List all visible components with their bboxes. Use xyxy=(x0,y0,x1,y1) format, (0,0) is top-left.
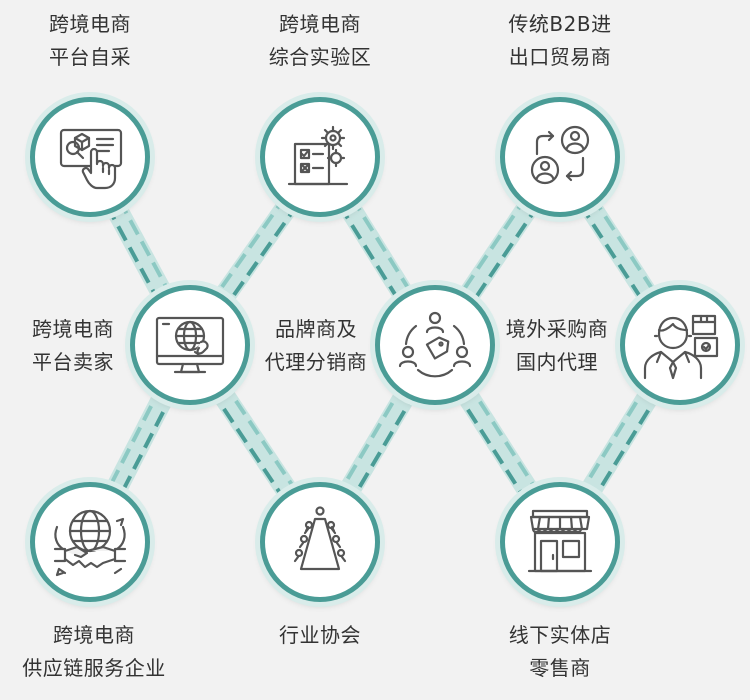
label-b2b-importer: 传统B2B进 出口贸易商 xyxy=(495,8,625,74)
meeting-table-icon xyxy=(293,506,347,571)
globe-handshake-icon xyxy=(53,509,127,577)
node-association[interactable] xyxy=(260,482,380,602)
label-line-1: 传统B2B进 xyxy=(508,12,612,36)
node-b2b-importer[interactable] xyxy=(500,97,620,217)
label-line-2: 供应链服务企业 xyxy=(22,656,166,680)
node-brand-agent[interactable] xyxy=(375,285,495,405)
label-line-2: 综合实验区 xyxy=(268,45,372,69)
label-retail: 线下实体店 零售商 xyxy=(498,619,622,685)
label-line-2: 代理分销商 xyxy=(264,350,368,374)
label-line-1: 跨境电商 xyxy=(53,623,135,647)
storefront-icon xyxy=(527,509,593,573)
touchscreen-hand-icon xyxy=(59,128,123,190)
label-cbec-seller: 跨境电商 平台卖家 xyxy=(18,313,128,379)
label-brand-agent: 品牌商及 代理分销商 xyxy=(252,313,380,379)
label-line-1: 跨境电商 xyxy=(32,317,114,341)
node-supply-chain[interactable] xyxy=(30,482,150,602)
label-line-1: 线下实体店 xyxy=(508,623,612,647)
user-exchange-icon xyxy=(530,125,590,185)
label-line-1: 跨境电商 xyxy=(279,12,361,36)
label-line-1: 品牌商及 xyxy=(275,317,357,341)
people-tag-icon xyxy=(398,311,472,378)
businessman-boxes-icon xyxy=(643,314,719,380)
label-line-2: 出口贸易商 xyxy=(508,45,612,69)
node-cbec-seller[interactable] xyxy=(130,285,250,405)
monitor-globe-icon xyxy=(155,316,225,374)
label-line-2: 平台自采 xyxy=(49,45,131,69)
label-line-1: 行业协会 xyxy=(279,623,361,647)
label-line-2: 零售商 xyxy=(529,656,591,680)
label-cbec-self: 跨境电商 平台自采 xyxy=(30,8,150,74)
label-cbec-zone: 跨境电商 综合实验区 xyxy=(255,8,385,74)
checklist-gears-icon xyxy=(287,125,349,186)
label-line-1: 境外采购商 xyxy=(505,317,609,341)
node-cbec-zone[interactable] xyxy=(260,97,380,217)
node-retail[interactable] xyxy=(500,482,620,602)
label-line-2: 国内代理 xyxy=(516,350,598,374)
label-supply-chain: 跨境电商 供应链服务企业 xyxy=(8,619,180,685)
label-line-1: 跨境电商 xyxy=(49,12,131,36)
label-overseas-buyer: 境外采购商 国内代理 xyxy=(494,313,620,379)
label-line-2: 平台卖家 xyxy=(32,350,114,374)
node-cbec-self[interactable] xyxy=(30,97,150,217)
node-overseas-buyer[interactable] xyxy=(620,285,740,405)
label-association: 行业协会 xyxy=(260,619,380,652)
